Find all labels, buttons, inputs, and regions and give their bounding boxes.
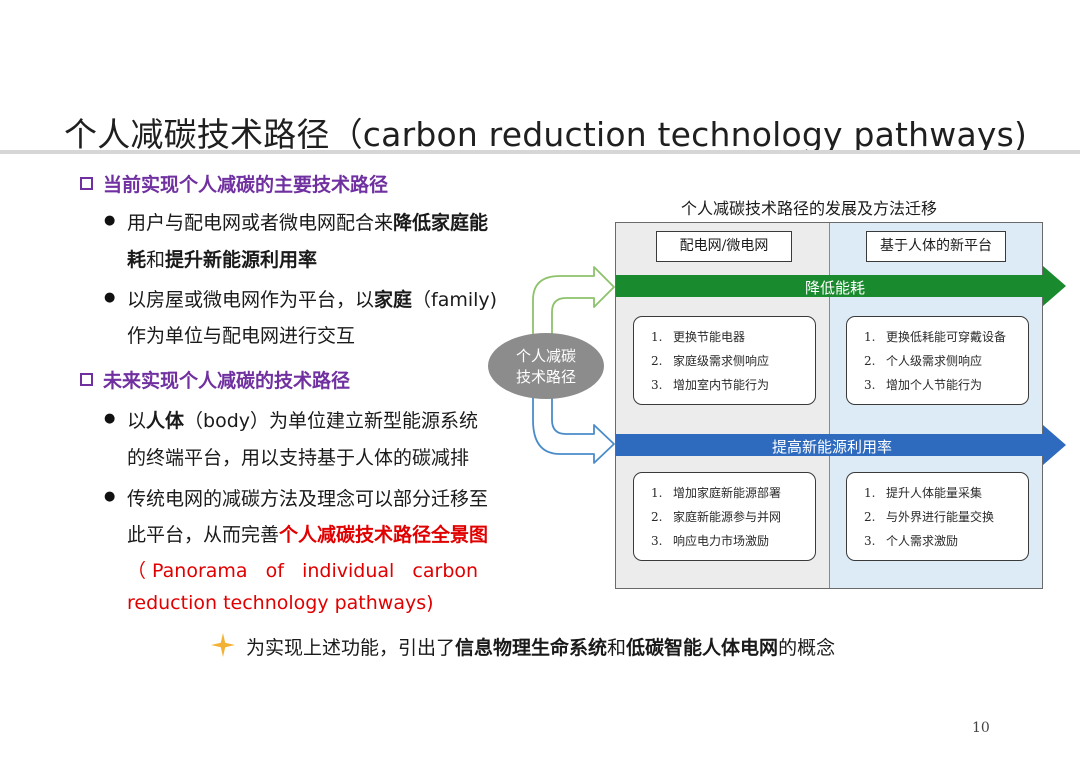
text-span: 和 [607,637,627,659]
list-item-number: 1. [651,486,663,500]
oval-line: 技术路径 [515,368,576,386]
text-line: 以房屋或微电网作为平台，以家庭（family) [127,285,497,312]
list-item: 3. 个人需求激励 [864,529,1028,553]
text-span: 用户与配电网或者微电网配合来 [127,212,394,234]
list-item-number: 2. [864,354,876,368]
sparkle-star-icon [211,633,235,657]
list-item-number: 1. [864,330,876,344]
bold-span: 降低家庭能 [393,212,489,234]
bold-span: 耗 [127,249,147,271]
list-item-number: 3. [864,378,876,392]
bold-span: 低碳智能人体电网 [626,637,779,659]
page-number: 10 [972,720,990,736]
text-span: 以房屋或微电网作为平台，以 [127,289,375,311]
text-line: 以人体（body）为单位建立新型能源系统 [127,406,478,433]
list-item: 2. 与外界进行能量交换 [864,505,1028,529]
list-item-number: 3. [651,534,663,548]
text-line: 作为单位与配电网进行交互 [127,325,356,347]
list-item-text: 增加个人节能行为 [886,378,983,392]
list-item-text: 增加室内节能行为 [673,378,770,392]
section-heading-text: 当前实现个人减碳的主要技术路径 [103,174,389,196]
bold-span: 信息物理生命系统 [455,637,608,659]
item-box-top-right: 1. 更换低耗能可穿戴设备 2. 个人级需求侧响应 3. 增加个人节能行为 [846,316,1029,405]
center-oval-label: 个人减碳 技术路径 [488,346,604,388]
bullet-dot-icon: ● [104,213,116,228]
checkbox-square-icon [80,177,93,190]
text-line: reduction technology pathways) [127,592,434,614]
bold-span: 人体 [146,410,185,432]
item-box-top-left: 1. 更换节能电器 2. 家庭级需求侧响应 3. 增加室内节能行为 [633,316,816,405]
text-line: （ Panorama of individual carbon [127,560,479,582]
list-item-text: 更换低耗能可穿戴设备 [886,330,1007,344]
list-item: 2. 个人级需求侧响应 [864,349,1028,373]
list-item: 2. 家庭级需求侧响应 [651,349,815,373]
right-column-header: 基于人体的新平台 [866,231,1006,262]
highlight-span: 个人减碳技术路径全景图 [279,524,489,546]
left-column-header: 配电网/微电网 [656,231,792,262]
list-item-number: 1. [651,330,663,344]
text-span: （body）为单位建立新型能源系统 [184,410,479,432]
bottom-note: 为实现上述功能，引出了信息物理生命系统和低碳智能人体电网的概念 [246,633,835,660]
section-heading-future: 未来实现个人减碳的技术路径 [80,366,350,393]
text-line: 的终端平台，用以支持基于人体的碳减排 [127,447,470,469]
list-item: 2. 家庭新能源参与并网 [651,505,815,529]
list-item-text: 与外界进行能量交换 [886,510,995,524]
bullet-dot-icon: ● [104,411,116,426]
list-item: 1. 更换低耗能可穿戴设备 [864,325,1028,349]
checkbox-square-icon [80,373,93,386]
section-heading-text: 未来实现个人减碳的技术路径 [103,370,351,392]
item-box-bottom-right: 1. 提升人体能量采集 2. 与外界进行能量交换 3. 个人需求激励 [846,472,1029,561]
list-item: 1. 提升人体能量采集 [864,481,1028,505]
text-span: （family) [412,289,498,311]
list-item: 3. 增加室内节能行为 [651,373,815,397]
curved-arrow-up [532,266,615,352]
title-divider [0,150,1080,154]
list-item: 3. 响应电力市场激励 [651,529,815,553]
diagram-frame [615,222,1043,589]
text-span: 的概念 [778,637,836,659]
text-line: 耗和提升新能源利用率 [127,245,317,272]
list-item: 3. 增加个人节能行为 [864,373,1028,397]
curved-arrow-down [532,388,615,464]
list-item-number: 2. [651,510,663,524]
list-item-number: 3. [651,378,663,392]
list-item-text: 个人需求激励 [886,534,959,548]
band-arrow-renewable [616,425,1066,465]
text-line: 传统电网的减碳方法及理念可以部分迁移至 [127,488,489,510]
text-span: 为实现上述功能，引出了 [246,637,456,659]
oval-line: 个人减碳 [515,347,576,365]
section-heading-current: 当前实现个人减碳的主要技术路径 [80,170,388,197]
band-label-energy: 降低能耗 [805,279,866,297]
list-item-text: 家庭级需求侧响应 [673,354,770,368]
center-oval [488,333,604,399]
bold-span: 家庭 [374,289,413,311]
page-title: 个人减碳技术路径（carbon reduction technology pat… [64,115,1028,154]
diagram-title: 个人减碳技术路径的发展及方法迁移 [681,199,938,218]
list-item-text: 提升人体能量采集 [886,486,983,500]
item-box-bottom-left: 1. 增加家庭新能源部署 2. 家庭新能源参与并网 3. 响应电力市场激励 [633,472,816,561]
list-item-text: 更换节能电器 [673,330,746,344]
list-item-text: 增加家庭新能源部署 [673,486,782,500]
text-span: 和 [146,249,166,271]
column-divider [829,223,830,588]
list-item-text: 家庭新能源参与并网 [673,510,782,524]
bold-span: 提升新能源利用率 [165,249,318,271]
text-line: 用户与配电网或者微电网配合来降低家庭能 [127,208,488,235]
list-item-number: 3. [864,534,876,548]
list-item: 1. 增加家庭新能源部署 [651,481,815,505]
text-span: 此平台，从而完善 [127,524,280,546]
list-item-number: 2. [864,510,876,524]
bullet-dot-icon: ● [104,489,116,504]
text-span: 以 [127,410,147,432]
list-item-text: 响应电力市场激励 [673,534,770,548]
bullet-dot-icon: ● [104,290,116,305]
band-arrow-energy [616,266,1066,306]
list-item-number: 2. [651,354,663,368]
text-line: 此平台，从而完善个人减碳技术路径全景图 [127,520,488,547]
list-item-text: 个人级需求侧响应 [886,354,983,368]
list-item-number: 1. [864,486,876,500]
list-item: 1. 更换节能电器 [651,325,815,349]
band-label-renewable: 提高新能源利用率 [772,438,893,456]
